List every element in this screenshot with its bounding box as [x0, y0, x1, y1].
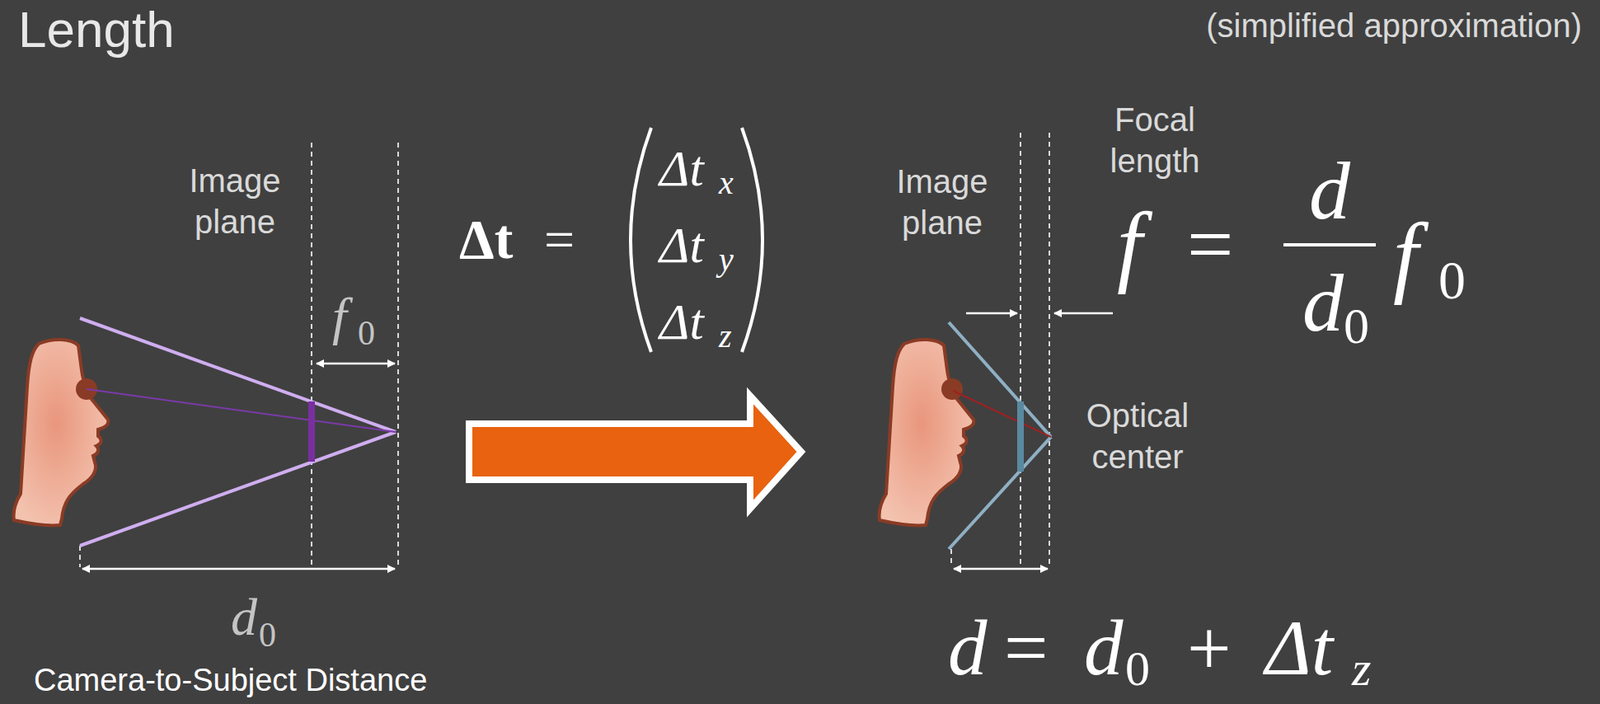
math-symbol: Δt	[659, 214, 704, 276]
dashed-guides	[79, 132, 1050, 568]
fraction-bar	[1283, 243, 1376, 247]
view-rays-left	[79, 318, 396, 546]
dimension-arrows-left	[82, 363, 395, 569]
plane-label: Image plane	[177, 159, 293, 243]
optical-center-label: Optical center	[1067, 394, 1208, 478]
math-symbol: f	[1116, 190, 1143, 300]
face-right	[878, 339, 974, 526]
math-symbol: d	[1302, 253, 1344, 353]
math-symbol: d	[1309, 141, 1351, 241]
transform-arrow	[469, 395, 802, 509]
matrix-brackets	[630, 127, 763, 352]
math-operator: =	[1187, 195, 1234, 295]
view-rays-right	[948, 322, 1052, 549]
math-operator: =	[1004, 600, 1049, 695]
math-subscript: z	[1351, 638, 1371, 699]
slide-title: Length	[18, 0, 175, 61]
math-symbol: d	[1083, 600, 1124, 695]
math-symbol: Δt	[659, 137, 704, 199]
focal-length-label: Focal length	[1093, 98, 1217, 182]
math-subscript: 0	[1125, 638, 1150, 699]
math-subscript: 0	[1438, 247, 1466, 313]
math-subscript: x	[718, 163, 734, 203]
plane-label: Image plane	[884, 160, 1000, 244]
math-symbol: f	[1393, 201, 1419, 310]
math-symbol: d	[230, 586, 258, 650]
math-symbol: f	[332, 285, 348, 349]
math-subscript: y	[718, 239, 734, 280]
subtitle-note: (simplified approximation)	[1205, 5, 1582, 46]
math-symbol: Δt	[1265, 600, 1333, 695]
vector-symbol: Δt	[459, 206, 513, 274]
axis-caption: Camera-to-Subject Distance	[33, 661, 427, 700]
math-subscript: 0	[357, 312, 376, 354]
math-subscript: 0	[1343, 295, 1370, 357]
math-subscript: z	[718, 316, 732, 357]
dimension-arrows-right	[953, 313, 1113, 569]
math-symbol: d	[947, 600, 988, 695]
math-operator: +	[1187, 600, 1232, 695]
math-symbol: Δt	[659, 290, 704, 352]
math-subscript: 0	[258, 614, 277, 656]
math-operator: =	[544, 206, 575, 273]
face-left	[13, 339, 108, 526]
